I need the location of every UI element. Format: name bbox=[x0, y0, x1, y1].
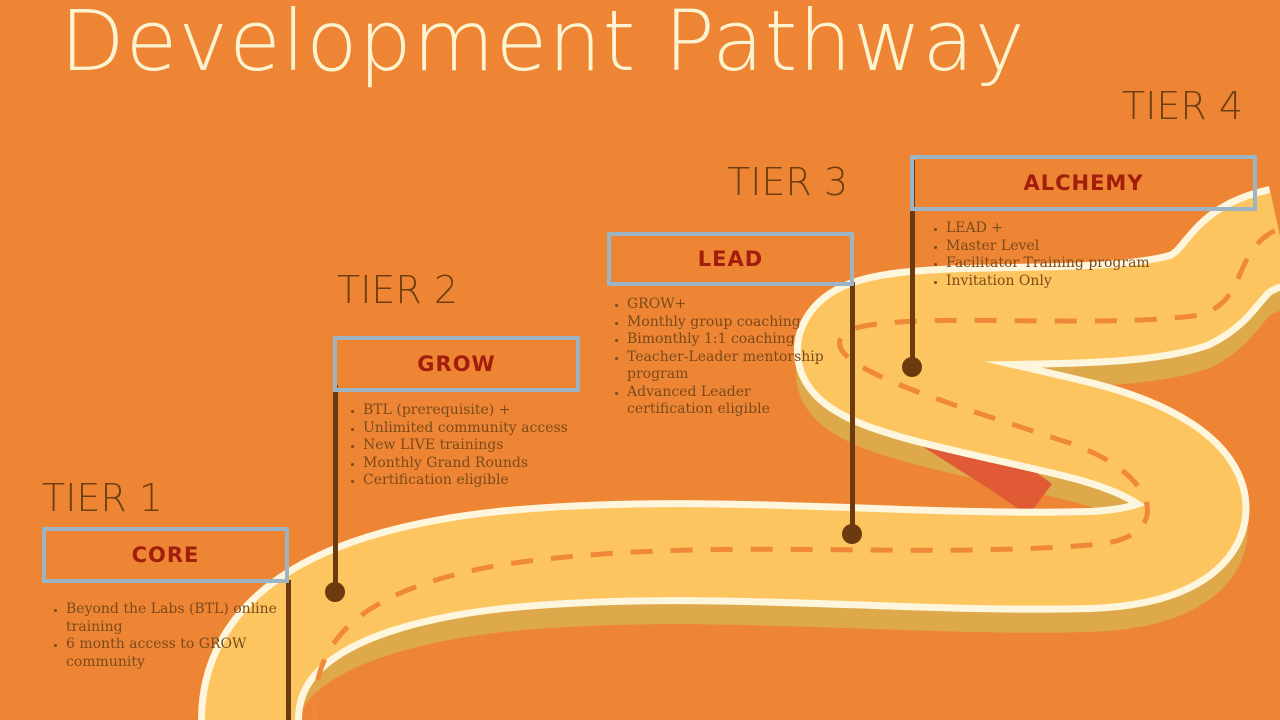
tier-1-pole bbox=[286, 580, 291, 720]
list-item: Master Level bbox=[946, 238, 1186, 256]
list-item: Beyond the Labs (BTL) online training bbox=[66, 601, 296, 636]
list-item: Advanced Leader certification eligible bbox=[627, 384, 827, 419]
tier-2-marker-dot bbox=[325, 582, 345, 602]
tier-4-list: LEAD + Master Level Facilitator Training… bbox=[926, 220, 1186, 290]
road-centerline bbox=[312, 225, 1280, 720]
page-title: Development Pathway bbox=[60, 0, 1026, 90]
list-item: BTL (prerequisite) + bbox=[363, 402, 603, 420]
tier-3-list: GROW+ Monthly group coaching Bimonthly 1… bbox=[607, 296, 827, 419]
list-item: LEAD + bbox=[946, 220, 1186, 238]
tier-3-pole bbox=[850, 282, 855, 532]
list-item: New LIVE trainings bbox=[363, 437, 603, 455]
tier-1-label: TIER 1 bbox=[42, 476, 164, 520]
list-item: Certification eligible bbox=[363, 472, 603, 490]
tier-4-pole bbox=[910, 160, 915, 365]
list-item: 6 month access to GROW community bbox=[66, 636, 296, 671]
tier-4-label: TIER 4 bbox=[1122, 84, 1244, 128]
tier-2-pole bbox=[333, 385, 338, 590]
tier-3-box-lead: LEAD bbox=[607, 232, 854, 286]
list-item: Unlimited community access bbox=[363, 420, 603, 438]
tier-3-label: TIER 3 bbox=[727, 160, 849, 204]
list-item: GROW+ bbox=[627, 296, 827, 314]
tier-4-box-alchemy: ALCHEMY bbox=[910, 155, 1257, 211]
list-item: Invitation Only bbox=[946, 273, 1186, 291]
list-item: Monthly Grand Rounds bbox=[363, 455, 603, 473]
tier-1-list: Beyond the Labs (BTL) online training 6 … bbox=[46, 601, 296, 671]
tier-2-list: BTL (prerequisite) + Unlimited community… bbox=[343, 402, 603, 490]
road-surface bbox=[205, 193, 1280, 720]
tier-2-label: TIER 2 bbox=[337, 268, 459, 312]
tier-1-box-core: CORE bbox=[42, 527, 289, 583]
list-item: Teacher-Leader mentorship program bbox=[627, 349, 827, 384]
list-item: Bimonthly 1:1 coaching bbox=[627, 331, 827, 349]
tier-2-box-grow: GROW bbox=[333, 336, 580, 392]
list-item: Facilitator Training program bbox=[946, 255, 1186, 273]
list-item: Monthly group coaching bbox=[627, 314, 827, 332]
tier-3-marker-dot bbox=[842, 524, 862, 544]
tier-4-marker-dot bbox=[902, 357, 922, 377]
